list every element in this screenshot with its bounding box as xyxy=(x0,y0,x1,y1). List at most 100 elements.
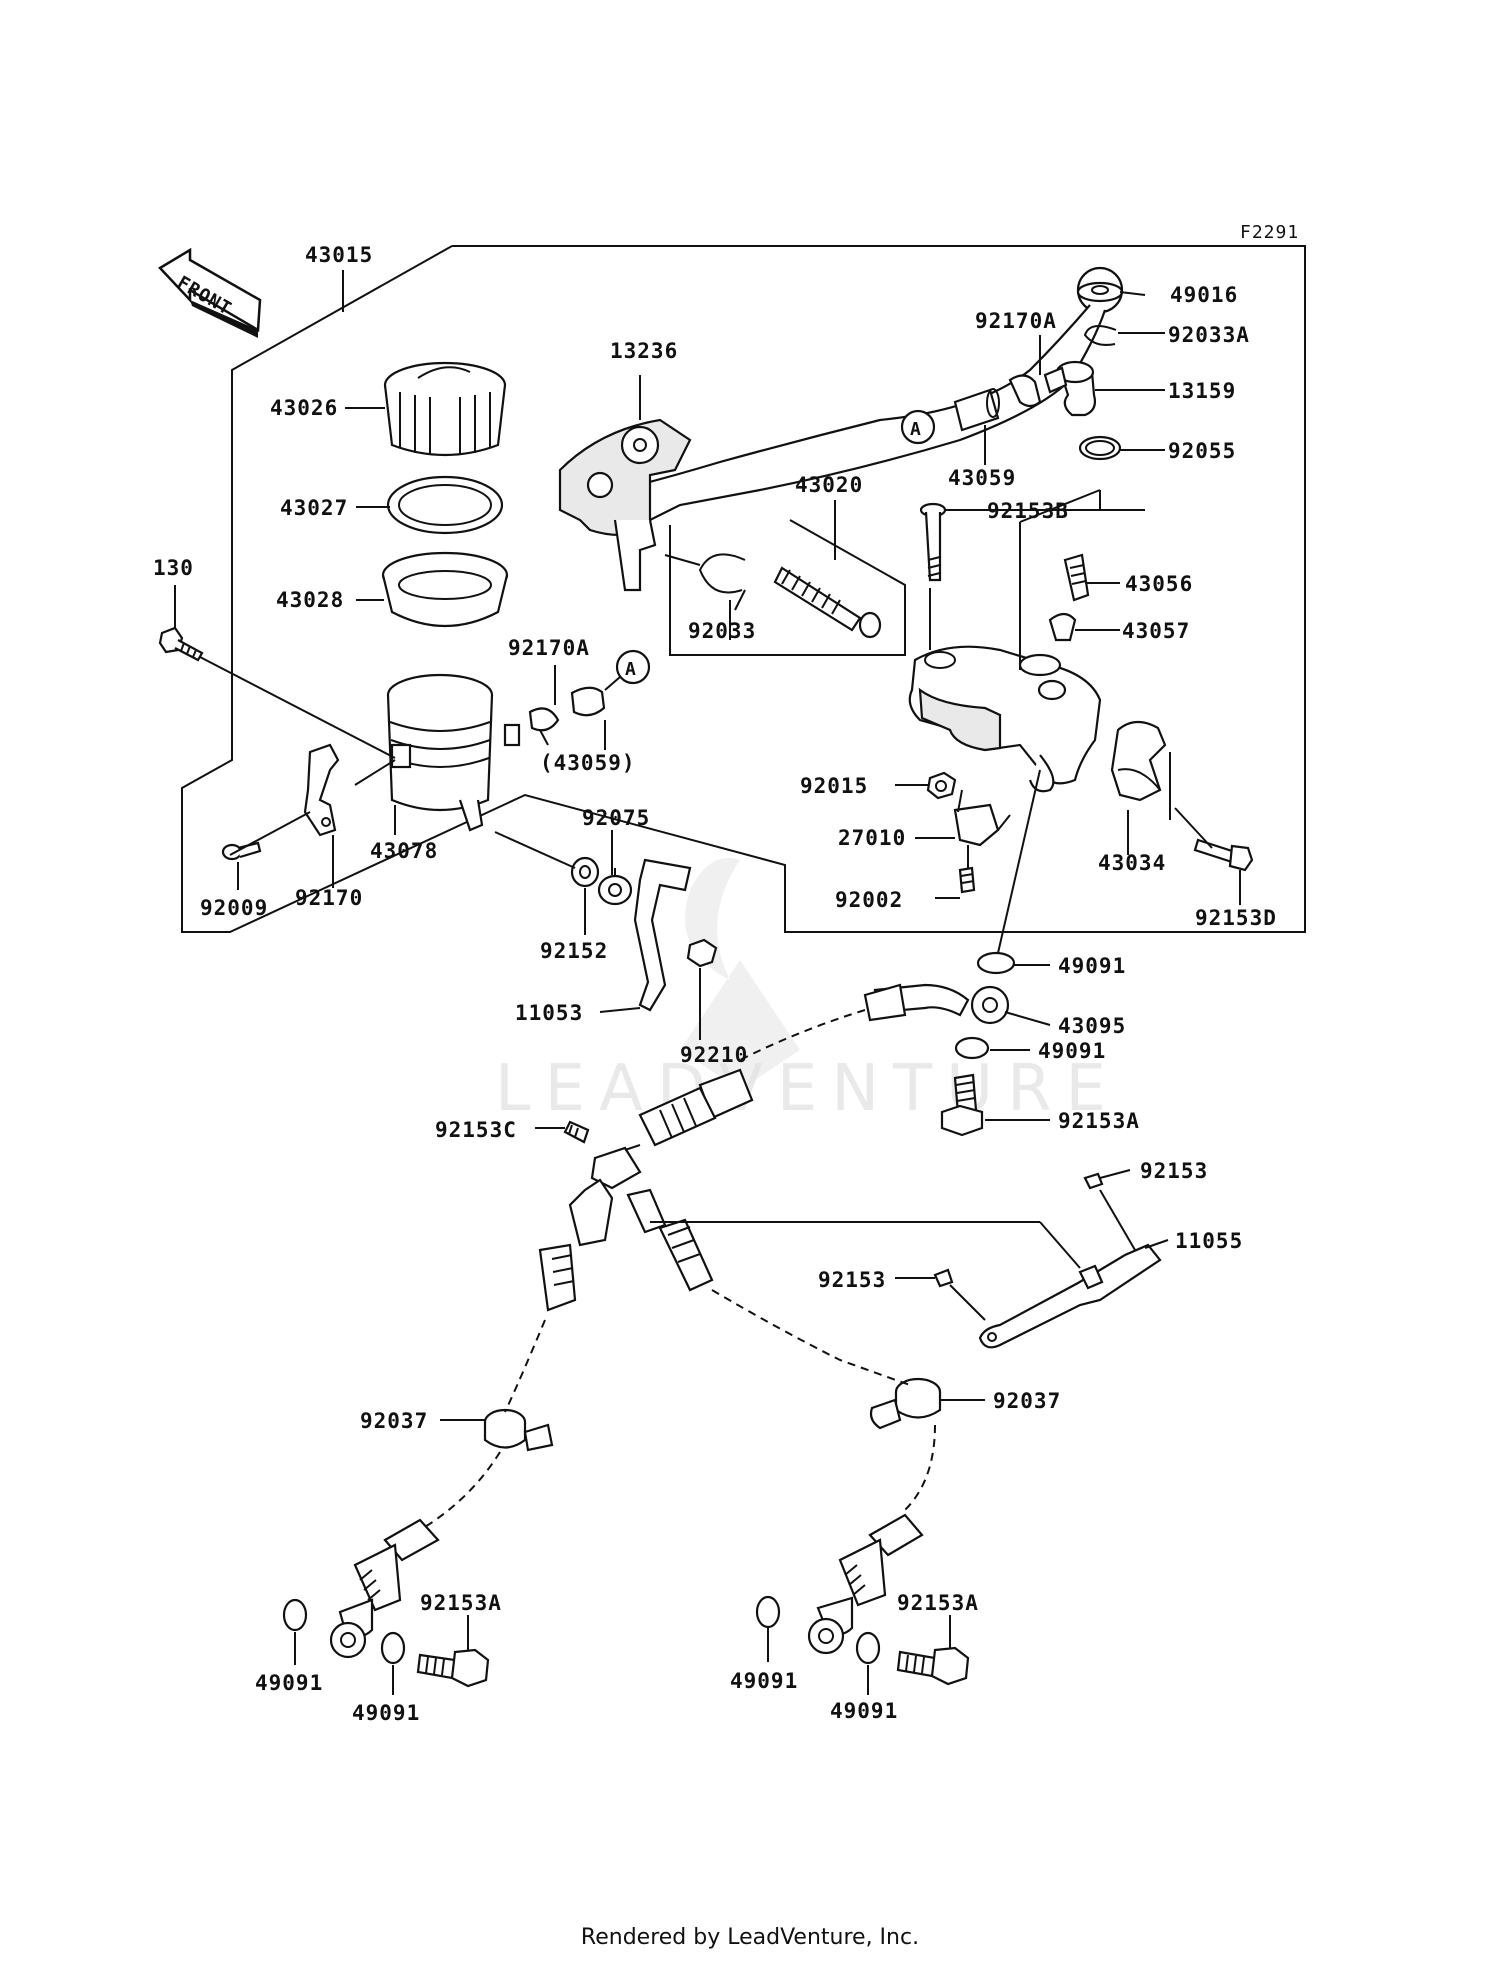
part-label-49091-bl2: 49091 xyxy=(352,1701,420,1725)
bolt-92153-a-part xyxy=(1083,1172,1104,1190)
piston-kit-box xyxy=(669,519,906,656)
part-label-92153a-bl: 92153A xyxy=(420,1591,502,1615)
splitter-joint-part xyxy=(590,1144,642,1190)
part-label-92002: 92002 xyxy=(835,888,903,912)
part-label-92033a: 92033A xyxy=(1168,323,1250,347)
screw-92002-part xyxy=(958,866,976,894)
bleeder-43056-part xyxy=(1063,553,1090,602)
washer-49091-top-part xyxy=(976,951,1016,975)
callout-a-left: A xyxy=(615,649,651,685)
part-label-43059: 43059 xyxy=(948,466,1016,490)
circlip-92033-part xyxy=(698,553,746,594)
washer-49091-br2-part xyxy=(855,1631,881,1665)
diaphragm-part xyxy=(381,551,509,627)
part-label-92152: 92152 xyxy=(540,939,608,963)
reservoir-bracket-part xyxy=(303,743,340,837)
hose-clamp-92170a-right-part xyxy=(1008,374,1042,408)
part-label-92009: 92009 xyxy=(200,896,268,920)
part-label-43059-paren: (43059) xyxy=(540,751,636,775)
part-label-92153-a: 92153 xyxy=(1140,1159,1208,1183)
leader-lines xyxy=(174,270,1241,1695)
part-label-13159: 13159 xyxy=(1168,379,1236,403)
assembly-outline xyxy=(181,245,1306,933)
front-arrow-icon: FRONT xyxy=(158,247,262,338)
clamp-43034-part xyxy=(1110,720,1167,802)
bolt-92153a-br-part xyxy=(896,1646,970,1686)
bolt-92153c-part xyxy=(563,1120,590,1144)
reservoir-cap-part xyxy=(383,361,507,457)
part-label-92153b: 92153B xyxy=(987,499,1069,523)
lower-left-hose-part xyxy=(329,1518,440,1659)
part-label-49091-bl1: 49091 xyxy=(255,1671,323,1695)
grommet-92075-part xyxy=(597,874,633,906)
bolt-92153d-part xyxy=(1193,838,1254,872)
nut-92210-part xyxy=(686,938,718,968)
bolt-92153b-part xyxy=(919,502,947,582)
piston-assembly-part xyxy=(773,566,882,639)
bolt-130-part xyxy=(158,626,204,662)
hose-dash-right1 xyxy=(711,1289,911,1386)
bolt-92153a-bl-part xyxy=(416,1648,490,1688)
part-label-92153d: 92153D xyxy=(1195,906,1277,930)
hose-dash-left1 xyxy=(504,1319,546,1413)
figure-code: F2291 xyxy=(1240,222,1299,243)
switch-27010-part xyxy=(953,789,1011,847)
reservoir-tank-part xyxy=(386,673,521,832)
lower-right-hose-part xyxy=(807,1513,924,1655)
part-label-130: 130 xyxy=(153,556,194,580)
part-label-92033: 92033 xyxy=(688,619,756,643)
bracket-11055-part xyxy=(978,1243,1162,1349)
bolt-92153-b-part xyxy=(933,1268,954,1288)
washer-92152-part xyxy=(570,856,600,888)
hose-dash-right2 xyxy=(904,1424,936,1511)
screw-92009-part xyxy=(221,841,262,861)
part-label-92153-b: 92153 xyxy=(818,1268,886,1292)
washer-49091-bl1-part xyxy=(282,1598,308,1632)
bolt-92153a-top-part xyxy=(940,1073,984,1137)
watermark-text: LEADVENTURE xyxy=(495,1052,1120,1126)
banjo-92037-left-part xyxy=(483,1408,554,1452)
part-label-43015: 43015 xyxy=(305,243,373,267)
part-label-43095: 43095 xyxy=(1058,1014,1126,1038)
part-label-49016: 49016 xyxy=(1170,283,1238,307)
part-label-49091-br2: 49091 xyxy=(830,1699,898,1723)
washer-49091-top2-part xyxy=(954,1036,990,1060)
hose-43059-right-part xyxy=(953,388,1000,432)
part-label-92210: 92210 xyxy=(680,1043,748,1067)
fitting-13159-part xyxy=(1043,360,1097,417)
part-label-43057: 43057 xyxy=(1122,619,1190,643)
svg-text:A: A xyxy=(910,419,922,440)
part-label-49091-top2: 49091 xyxy=(1038,1039,1106,1063)
bleeder-cap-43057-part xyxy=(1048,612,1077,642)
hose-dash-left2 xyxy=(419,1451,501,1531)
part-label-92037-left: 92037 xyxy=(360,1409,428,1433)
washer-49091-bl2-part xyxy=(380,1631,406,1665)
part-label-43056: 43056 xyxy=(1125,572,1193,596)
part-label-92015: 92015 xyxy=(800,774,868,798)
callout-a-top: A xyxy=(900,409,936,445)
part-label-49091-br1: 49091 xyxy=(730,1669,798,1693)
diaphragm-plate-part xyxy=(386,475,504,535)
bracket-11053-part xyxy=(633,858,692,1012)
circlip-92033a-part xyxy=(1083,325,1117,346)
part-label-43020: 43020 xyxy=(795,473,863,497)
part-label-92153a-top: 92153A xyxy=(1058,1109,1140,1133)
banjo-92037-right-part xyxy=(869,1377,942,1430)
banjo-43095-part xyxy=(863,983,1010,1025)
oring-92055-part xyxy=(1078,435,1122,461)
part-label-92055: 92055 xyxy=(1168,439,1236,463)
part-label-92170a-right: 92170A xyxy=(975,309,1057,333)
part-label-92170a-left: 92170A xyxy=(508,636,590,660)
svg-text:A: A xyxy=(625,659,637,680)
upper-hose-part xyxy=(638,1068,754,1147)
part-label-92170: 92170 xyxy=(295,886,363,910)
hose-43059-left-part xyxy=(570,686,606,717)
washer-49091-br1-part xyxy=(755,1595,781,1629)
part-label-43028: 43028 xyxy=(276,588,344,612)
hose-left-branch-part xyxy=(538,1178,614,1312)
nut-92015-part xyxy=(926,771,957,800)
part-label-13236: 13236 xyxy=(610,339,678,363)
master-cylinder-body-part xyxy=(908,645,1102,793)
watermark-logo xyxy=(680,858,800,1090)
